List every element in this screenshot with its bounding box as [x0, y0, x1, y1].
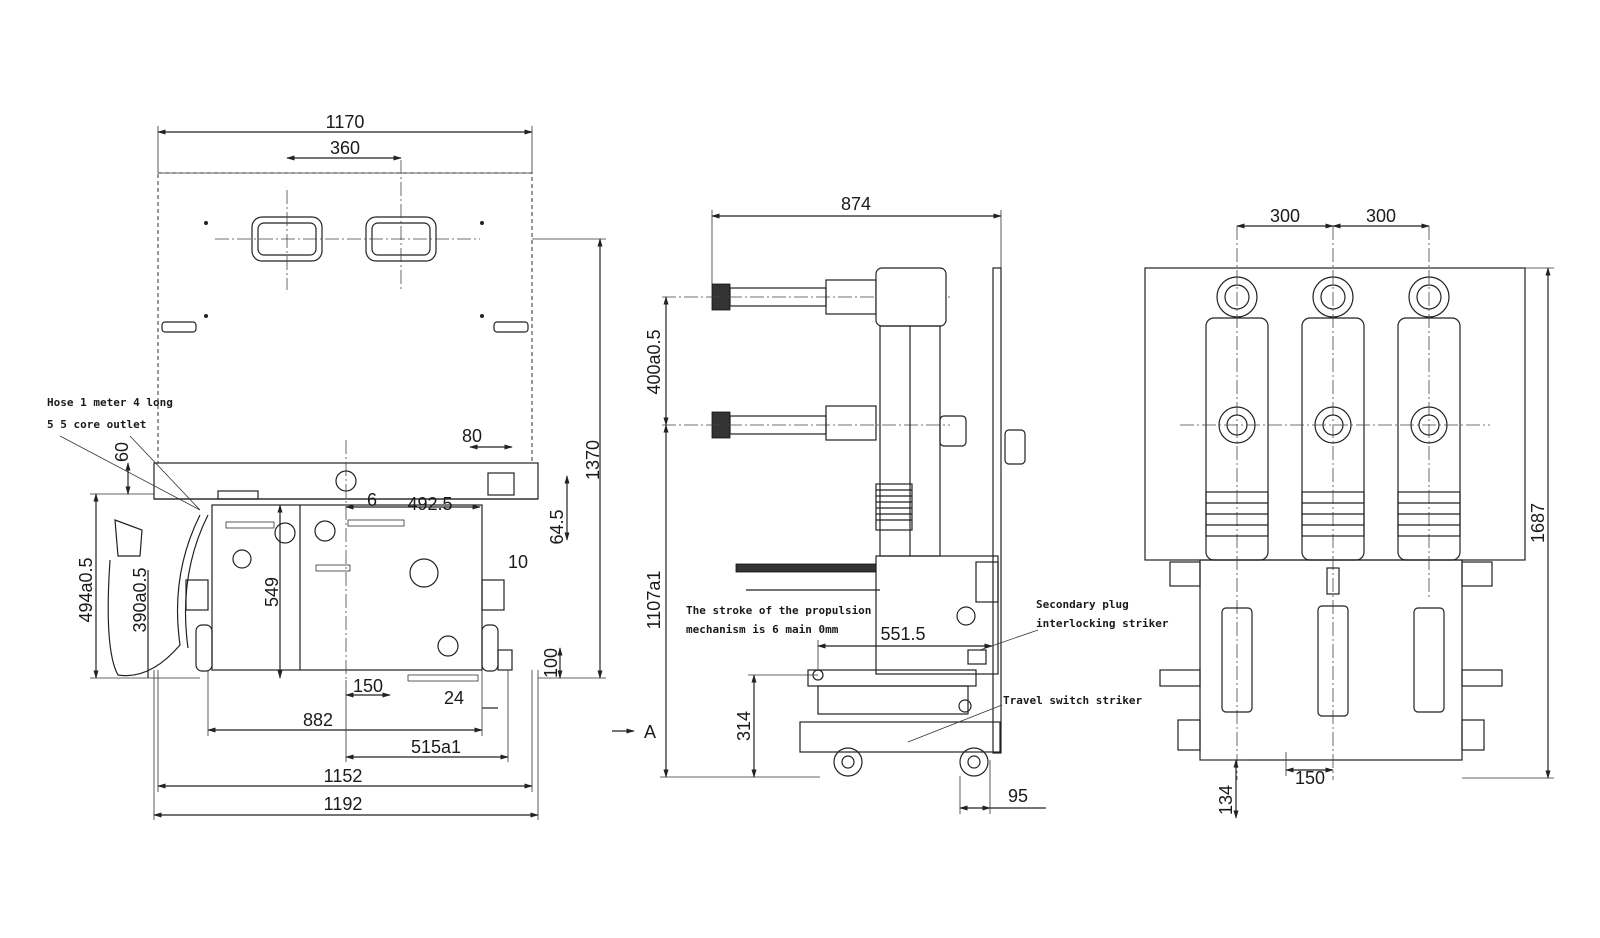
dim-60: 60 [112, 442, 132, 462]
note-hose-line1: Hose 1 meter 4 long [47, 396, 173, 409]
note-stroke-line1: The stroke of the propulsion [686, 604, 871, 617]
rear-view: 300 300 1687 150 134 [1144, 206, 1554, 819]
dim-1370: 1370 [583, 440, 603, 480]
note-travel-switch: Travel switch striker [1003, 694, 1142, 707]
dim-400a0-5: 400a0.5 [644, 329, 664, 394]
dim-10: 10 [508, 552, 528, 572]
dim-100: 100 [541, 648, 561, 678]
dim-1152: 1152 [324, 766, 363, 786]
breaker-front-panel [211, 504, 483, 671]
rear-upper-frame [1144, 267, 1526, 561]
front-dim-lines [90, 126, 606, 820]
dim-1107a1: 1107a1 [644, 571, 664, 630]
side-truck-upper [807, 669, 977, 687]
dim-1192: 1192 [324, 794, 363, 814]
dim-390a0-5: 390a0.5 [130, 567, 150, 632]
side-truck-lower [799, 721, 1001, 753]
side-dim-lines [612, 210, 1046, 814]
dim-494a0-5: 494a0.5 [76, 557, 96, 622]
side-wheel-left [833, 747, 863, 777]
side-upper-contact-box [875, 267, 947, 327]
dim-134: 134 [1216, 785, 1236, 815]
rear-dim-lines [1200, 223, 1554, 819]
side-bellows [875, 483, 913, 531]
side-rear-wall [992, 267, 1002, 754]
dim-515a1: 515a1 [411, 737, 461, 757]
dim-1687: 1687 [1528, 503, 1548, 543]
dim-1170: 1170 [326, 112, 365, 132]
dim-6: 6 [367, 490, 377, 510]
dim-150-rear: 150 [1295, 768, 1325, 788]
side-view: 874 400a0.5 1107a1 551.5 314 95 A The st… [612, 194, 1169, 814]
dim-64-5: 64.5 [547, 509, 567, 544]
dim-549: 549 [262, 577, 282, 607]
note-hose-line2: 5 5 core outlet [47, 418, 146, 431]
dim-150: 150 [353, 676, 383, 696]
hose-outline [107, 514, 201, 677]
dim-300-left: 300 [1270, 206, 1300, 226]
side-wheel-right [959, 747, 989, 777]
view-marker-a: A [644, 722, 656, 742]
dim-882: 882 [303, 710, 333, 730]
note-secondary-plug-line2: interlocking striker [1036, 617, 1169, 630]
dim-551-5: 551.5 [880, 624, 925, 644]
dim-360: 360 [330, 138, 360, 158]
dim-24: 24 [444, 688, 464, 708]
upper-cabinet-outline [157, 172, 533, 464]
front-view: 1170 360 1370 80 60 6 492.5 64.5 10 549 … [47, 112, 606, 820]
rear-mechanism-box [1199, 559, 1463, 761]
dim-492-5: 492.5 [407, 494, 452, 514]
dim-874: 874 [841, 194, 871, 214]
note-secondary-plug-line1: Secondary plug [1036, 598, 1129, 611]
dim-95: 95 [1008, 786, 1028, 806]
dim-300-right: 300 [1366, 206, 1396, 226]
dim-80: 80 [462, 426, 482, 446]
note-stroke-line2: mechanism is 6 main 0mm [686, 623, 839, 636]
dim-314: 314 [734, 711, 754, 741]
